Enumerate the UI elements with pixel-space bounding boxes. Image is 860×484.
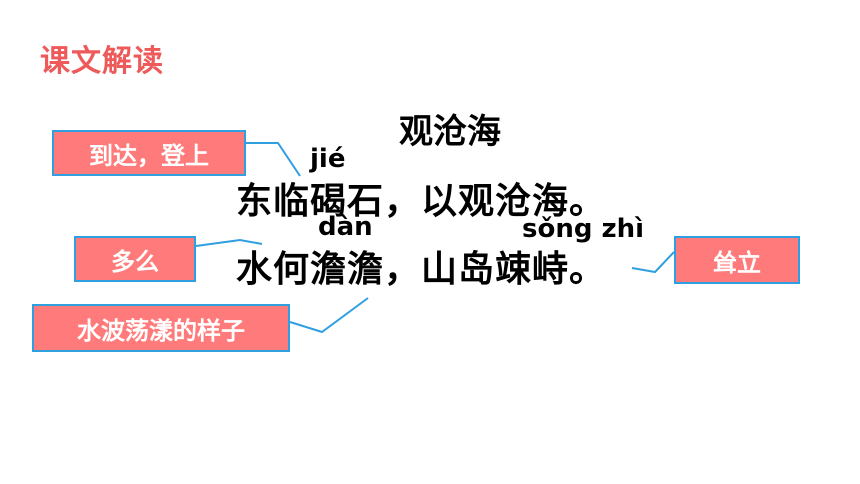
pinyin-songzhi: sǒng zhì bbox=[522, 214, 645, 244]
pinyin-dan: dàn bbox=[318, 212, 373, 242]
connector-towering bbox=[631, 251, 675, 274]
connector-reach-climb bbox=[246, 142, 301, 177]
pinyin-jie: jié bbox=[310, 144, 346, 174]
note-how: 多么 bbox=[74, 236, 196, 282]
note-towering: 耸立 bbox=[674, 236, 800, 284]
section-heading: 课文解读 bbox=[40, 44, 164, 79]
poem-line-1: 东临碣石，以观沧海。 bbox=[236, 181, 607, 222]
poem-title: 观沧海 bbox=[399, 112, 501, 152]
note-water-ripple: 水波荡漾的样子 bbox=[32, 304, 290, 352]
poem-line-2: 水何澹澹，山岛竦峙。 bbox=[236, 249, 607, 290]
connector-how bbox=[195, 238, 263, 247]
note-reach-climb: 到达，登上 bbox=[52, 130, 246, 176]
connector-water-ripple bbox=[289, 297, 369, 334]
